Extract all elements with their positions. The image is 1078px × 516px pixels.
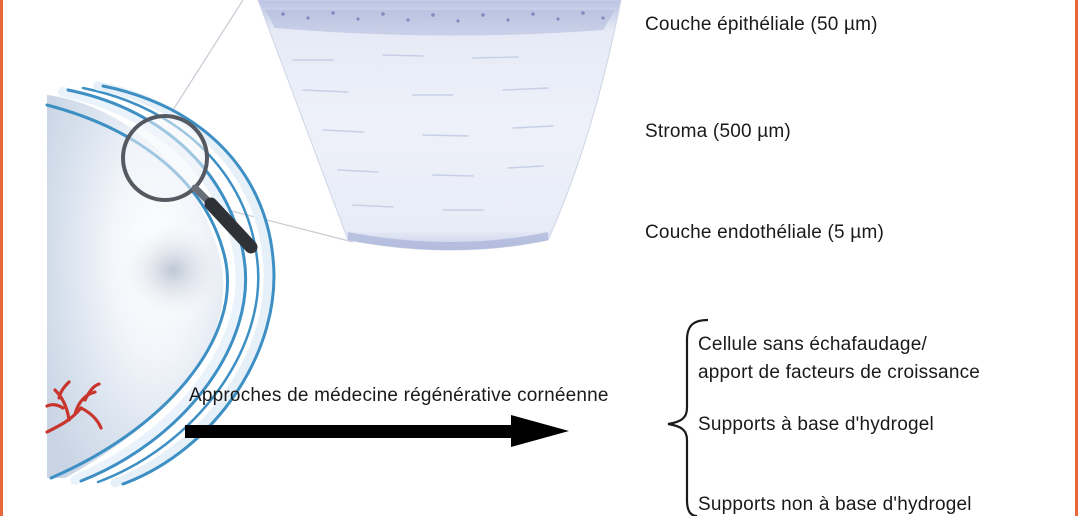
label-epithelial-layer: Couche épithéliale (50 µm) (645, 14, 878, 35)
option-scaffold-free-line2: apport de facteurs de croissance (698, 362, 981, 383)
zoom-connector-top (172, 0, 244, 111)
cornea-illustration (45, 0, 709, 516)
label-regenerative-approaches: Approches de médecine régénérative corné… (189, 385, 609, 406)
eye-shading (113, 215, 233, 325)
label-endothelial-layer: Couche endothéliale (5 µm) (645, 222, 884, 243)
options-brace (667, 318, 709, 516)
label-stroma: Stroma (500 µm) (645, 121, 791, 142)
option-scaffold-free-line1: Cellule sans échafaudage/ (698, 334, 927, 355)
option-non-hydrogel-scaffolds: Supports non à base d'hydrogel (698, 494, 972, 515)
magnifier-icon (121, 114, 258, 254)
option-hydrogel-scaffolds: Supports à base d'hydrogel (698, 414, 934, 435)
tissue-section (257, 0, 622, 251)
blood-vessel (45, 380, 103, 434)
approach-arrow (185, 415, 569, 447)
option-scaffold-free: Cellule sans échafaudage/ apport de fact… (698, 331, 980, 387)
